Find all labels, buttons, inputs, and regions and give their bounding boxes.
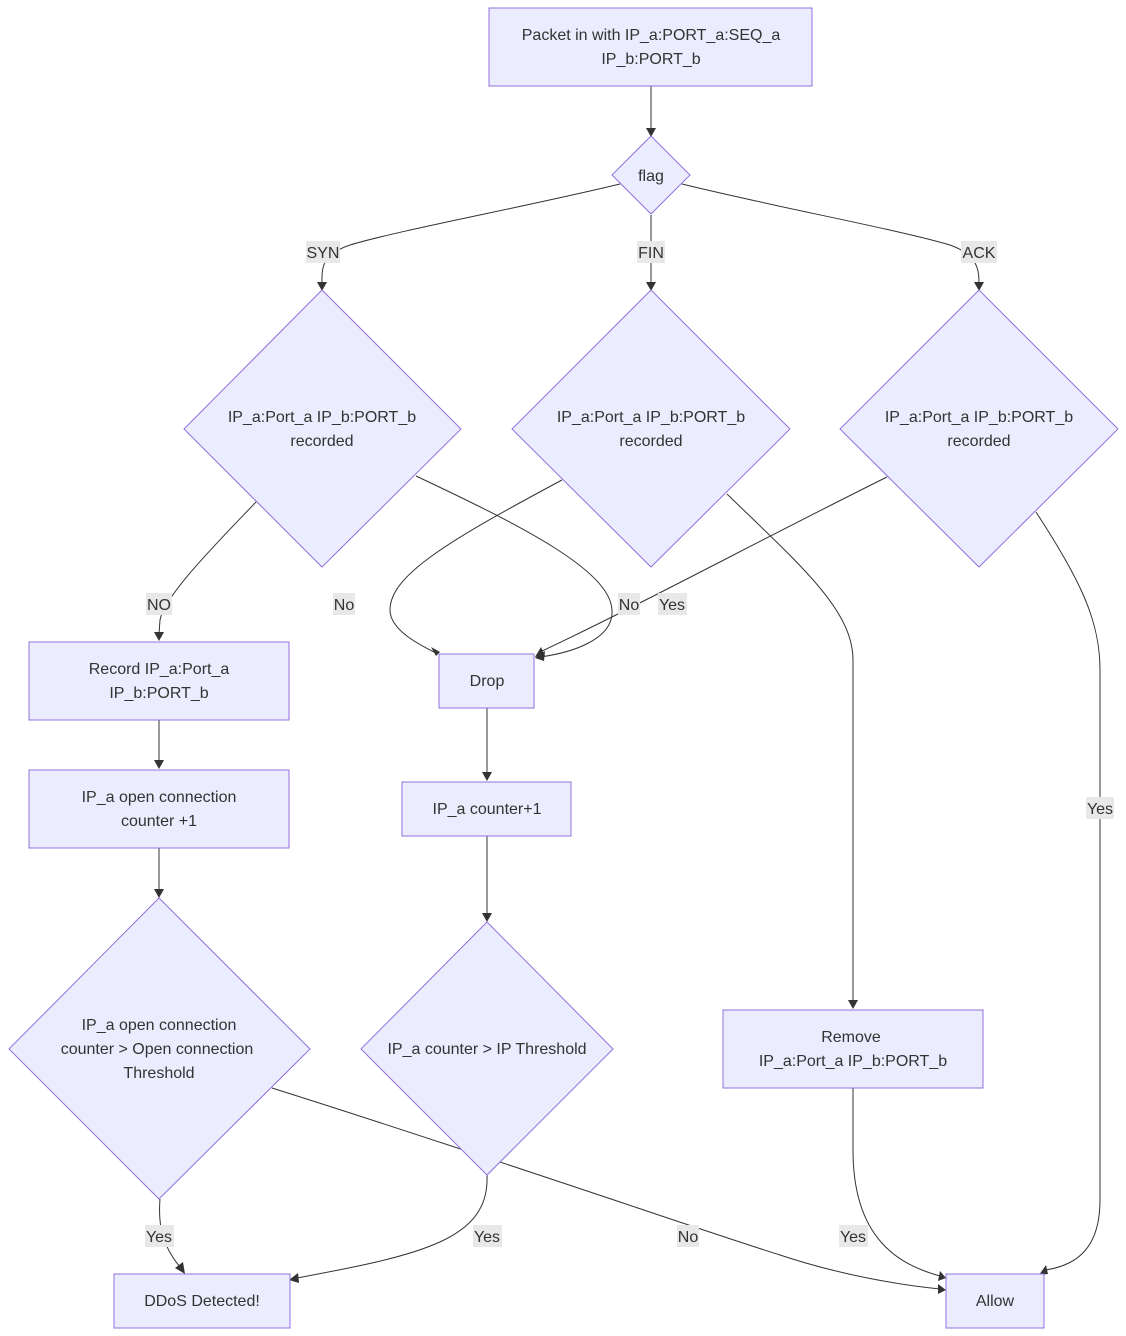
- node-remove: Remove IP_a:Port_a IP_b:PORT_b: [722, 1009, 984, 1089]
- svg-text:recorded: recorded: [619, 433, 682, 450]
- edge-label-syn: SYN: [306, 241, 340, 263]
- svg-text:IP_a:Port_a IP_b:PORT_b: IP_a:Port_a IP_b:PORT_b: [228, 409, 416, 426]
- node-packet-in: Packet in with IP_a:PORT_a:SEQ_a IP_b:PO…: [488, 7, 813, 87]
- svg-text:IP_a open connection: IP_a open connection: [82, 789, 237, 806]
- arrowhead: [974, 282, 984, 291]
- arrowhead: [317, 282, 327, 291]
- svg-text:Remove: Remove: [821, 1029, 881, 1046]
- arrowhead: [482, 913, 492, 922]
- edge-remove-to-allow: [852, 1088, 941, 1277]
- svg-text:Yes: Yes: [1087, 801, 1113, 818]
- svg-text:Yes: Yes: [840, 1229, 866, 1246]
- svg-text:No: No: [678, 1229, 699, 1246]
- svg-text:FIN: FIN: [638, 245, 664, 262]
- svg-text:IP_a:Port_a IP_b:PORT_b: IP_a:Port_a IP_b:PORT_b: [759, 1053, 947, 1070]
- edge-fin-to-remove: [726, 493, 854, 1002]
- svg-text:Record IP_a:Port_a: Record IP_a:Port_a: [89, 661, 230, 678]
- svg-text:IP_a:Port_a IP_b:PORT_b: IP_a:Port_a IP_b:PORT_b: [557, 409, 745, 426]
- edge-syn-to-record: [158, 501, 257, 635]
- edge-ack-to-drop: [539, 476, 888, 653]
- svg-text:counter > Open connection: counter > Open connection: [61, 1041, 254, 1058]
- node-drop: Drop: [438, 653, 535, 709]
- edge-label-fin-no-drop: No: [618, 593, 640, 615]
- node-open-counter: IP_a open connection counter +1: [28, 769, 290, 849]
- node-flag-decision: flag: [611, 135, 691, 215]
- edge-flag-to-ack: [681, 183, 980, 285]
- node-ip-counter: IP_a counter+1: [401, 781, 572, 837]
- arrowhead: [646, 128, 656, 137]
- svg-text:counter +1: counter +1: [121, 813, 197, 830]
- node-ack-recorded-decision: IP_a:Port_a IP_b:PORT_b recorded: [839, 289, 1119, 568]
- svg-text:Threshold: Threshold: [123, 1065, 194, 1082]
- edge-labels: SYN FIN ACK NO No No Yes Yes: [145, 241, 1114, 1247]
- svg-text:No: No: [619, 597, 640, 614]
- arrowhead: [938, 1271, 946, 1281]
- edge-syn-to-drop: [415, 475, 613, 658]
- svg-text:IP_a counter > IP Threshold: IP_a counter > IP Threshold: [387, 1041, 586, 1058]
- edge-label-ack-yes-allow: Yes: [1086, 797, 1114, 819]
- svg-text:flag: flag: [638, 168, 664, 185]
- edge-label-remove-yes: Yes: [839, 1225, 868, 1247]
- edge-label-ip-yes: Yes: [473, 1225, 502, 1247]
- arrowhead: [1039, 1265, 1048, 1275]
- edge-ip-to-ddos: [296, 1174, 488, 1279]
- edge-flag-to-syn: [321, 183, 621, 285]
- edge-label-fin: FIN: [637, 241, 665, 263]
- arrowhead: [431, 647, 440, 656]
- svg-text:recorded: recorded: [290, 433, 353, 450]
- arrowhead: [646, 282, 656, 291]
- arrowhead: [289, 1273, 299, 1283]
- arrowhead: [482, 772, 492, 781]
- svg-text:IP_b:PORT_b: IP_b:PORT_b: [601, 51, 700, 68]
- svg-text:IP_a open connection: IP_a open connection: [82, 1017, 237, 1034]
- svg-text:ACK: ACK: [963, 245, 996, 262]
- edge-fin-to-drop: [389, 479, 563, 653]
- svg-text:IP_a:Port_a IP_b:PORT_b: IP_a:Port_a IP_b:PORT_b: [885, 409, 1073, 426]
- node-ddos-detected: DDoS Detected!: [113, 1273, 291, 1329]
- arrowhead: [154, 760, 164, 769]
- arrowhead: [535, 647, 545, 657]
- node-record: Record IP_a:Port_a IP_b:PORT_b: [28, 641, 290, 721]
- svg-text:No: No: [334, 597, 355, 614]
- edge-label-open-yes: Yes: [145, 1225, 174, 1247]
- svg-text:NO: NO: [147, 597, 171, 614]
- node-ip-threshold-decision: IP_a counter > IP Threshold: [360, 921, 614, 1176]
- svg-text:Drop: Drop: [470, 673, 505, 690]
- edge-ack-to-allow: [1035, 511, 1101, 1271]
- arrowhead: [848, 1000, 858, 1009]
- edge-label-ack-yes-drop: Yes: [658, 593, 687, 615]
- arrowhead: [154, 632, 164, 641]
- node-syn-recorded-decision: IP_a:Port_a IP_b:PORT_b recorded: [183, 289, 462, 568]
- svg-text:DDoS Detected!: DDoS Detected!: [144, 1293, 260, 1310]
- svg-text:Yes: Yes: [659, 597, 685, 614]
- svg-text:SYN: SYN: [307, 245, 340, 262]
- arrowhead: [154, 889, 164, 898]
- edges: [154, 86, 1101, 1294]
- svg-text:IP_b:PORT_b: IP_b:PORT_b: [109, 685, 208, 702]
- svg-text:Allow: Allow: [976, 1293, 1015, 1310]
- edge-label-open-no: No: [677, 1225, 699, 1247]
- node-allow: Allow: [945, 1273, 1045, 1329]
- node-fin-recorded-decision: IP_a:Port_a IP_b:PORT_b recorded: [511, 289, 791, 568]
- svg-text:Yes: Yes: [146, 1229, 172, 1246]
- edge-open-to-allow: [271, 1087, 941, 1290]
- svg-text:Yes: Yes: [474, 1229, 500, 1246]
- svg-text:Packet in with IP_a:PORT_a:SEQ: Packet in with IP_a:PORT_a:SEQ_a: [522, 27, 781, 44]
- node-open-threshold-decision: IP_a open connection counter > Open conn…: [8, 897, 311, 1200]
- svg-text:IP_a counter+1: IP_a counter+1: [433, 801, 542, 818]
- edge-label-syn-no-record: NO: [146, 593, 172, 615]
- arrowhead: [175, 1262, 185, 1274]
- edge-label-ack: ACK: [961, 241, 997, 263]
- edge-label-syn-no-drop: No: [333, 593, 355, 615]
- nodes: Packet in with IP_a:PORT_a:SEQ_a IP_b:PO…: [8, 7, 1119, 1329]
- svg-text:recorded: recorded: [947, 433, 1010, 450]
- arrowhead: [938, 1284, 946, 1294]
